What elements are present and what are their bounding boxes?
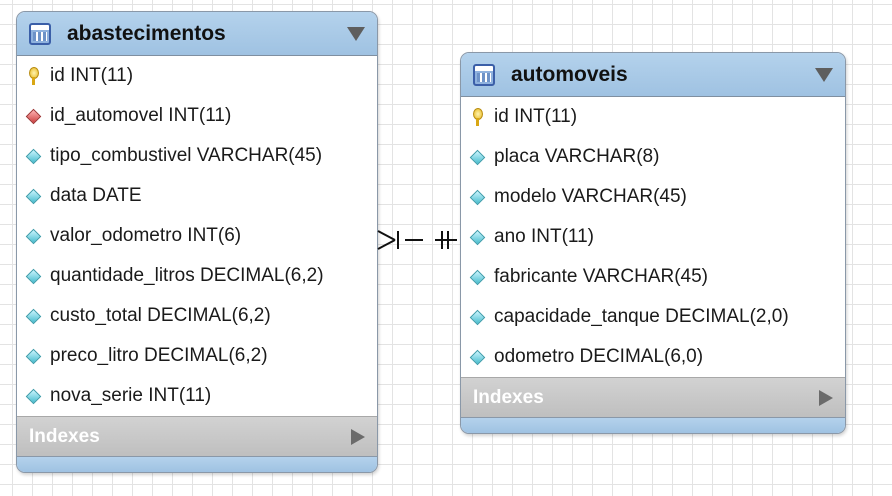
column-row[interactable]: nova_serie INT(11) bbox=[17, 376, 377, 416]
column-row[interactable]: id INT(11) bbox=[461, 97, 845, 137]
column-row[interactable]: modelo VARCHAR(45) bbox=[461, 177, 845, 217]
column-diamond-icon bbox=[471, 231, 483, 243]
column-diamond-icon bbox=[471, 351, 483, 363]
column-diamond-icon bbox=[471, 151, 483, 163]
relationship-connector[interactable] bbox=[375, 225, 461, 255]
column-label: id INT(11) bbox=[50, 65, 134, 86]
table-footer bbox=[17, 456, 377, 472]
column-diamond-icon bbox=[27, 270, 39, 282]
column-row[interactable]: placa VARCHAR(8) bbox=[461, 137, 845, 177]
table-header[interactable]: abastecimentos bbox=[17, 12, 377, 56]
column-row[interactable]: fabricante VARCHAR(45) bbox=[461, 257, 845, 297]
column-label: id_automovel INT(11) bbox=[50, 105, 232, 126]
indexes-section[interactable]: Indexes bbox=[461, 377, 845, 417]
column-label: preco_litro DECIMAL(6,2) bbox=[50, 345, 268, 366]
column-label: capacidade_tanque DECIMAL(2,0) bbox=[494, 306, 789, 327]
foreign-key-diamond-icon bbox=[27, 110, 39, 122]
column-diamond-icon bbox=[27, 150, 39, 162]
column-row[interactable]: tipo_combustivel VARCHAR(45) bbox=[17, 136, 377, 176]
column-diamond-icon bbox=[471, 271, 483, 283]
column-label: valor_odometro INT(6) bbox=[50, 225, 242, 246]
column-label: quantidade_litros DECIMAL(6,2) bbox=[50, 265, 324, 286]
column-label: custo_total DECIMAL(6,2) bbox=[50, 305, 271, 326]
column-row[interactable]: preco_litro DECIMAL(6,2) bbox=[17, 336, 377, 376]
column-label: modelo VARCHAR(45) bbox=[494, 186, 687, 207]
column-row[interactable]: custo_total DECIMAL(6,2) bbox=[17, 296, 377, 336]
column-row[interactable]: capacidade_tanque DECIMAL(2,0) bbox=[461, 297, 845, 337]
column-row[interactable]: id INT(11) bbox=[17, 56, 377, 96]
column-row[interactable]: quantidade_litros DECIMAL(6,2) bbox=[17, 256, 377, 296]
column-diamond-icon bbox=[27, 190, 39, 202]
column-row[interactable]: odometro DECIMAL(6,0) bbox=[461, 337, 845, 377]
crowfoot-upper-line bbox=[377, 230, 396, 241]
primary-key-icon bbox=[27, 67, 39, 85]
column-label: data DATE bbox=[50, 185, 142, 206]
column-diamond-icon bbox=[27, 390, 39, 402]
table-icon bbox=[29, 22, 51, 45]
column-label: fabricante VARCHAR(45) bbox=[494, 266, 709, 287]
primary-key-icon bbox=[471, 108, 483, 126]
collapse-caret-icon[interactable] bbox=[815, 67, 833, 82]
column-diamond-icon bbox=[27, 310, 39, 322]
column-diamond-icon bbox=[27, 350, 39, 362]
column-label: ano INT(11) bbox=[494, 226, 594, 247]
table-footer bbox=[461, 417, 845, 433]
column-label: nova_serie INT(11) bbox=[50, 385, 212, 406]
indexes-section[interactable]: Indexes bbox=[17, 416, 377, 456]
table-icon bbox=[473, 63, 495, 86]
indexes-label: Indexes bbox=[29, 425, 100, 447]
column-diamond-icon bbox=[471, 311, 483, 323]
column-label: placa VARCHAR(8) bbox=[494, 146, 660, 167]
collapse-caret-icon[interactable] bbox=[347, 26, 365, 41]
expand-arrow-icon[interactable] bbox=[819, 389, 833, 406]
table-title: automoveis bbox=[511, 62, 628, 86]
indexes-label: Indexes bbox=[473, 386, 544, 408]
column-label: tipo_combustivel VARCHAR(45) bbox=[50, 145, 323, 166]
column-row[interactable]: data DATE bbox=[17, 176, 377, 216]
table-abastecimentos[interactable]: abastecimentos id INT(11) id_automovel I… bbox=[16, 11, 378, 473]
table-header[interactable]: automoveis bbox=[461, 53, 845, 97]
table-title: abastecimentos bbox=[67, 21, 226, 45]
expand-arrow-icon[interactable] bbox=[351, 428, 365, 445]
column-label: id INT(11) bbox=[494, 106, 578, 127]
column-diamond-icon bbox=[27, 230, 39, 242]
column-label: odometro DECIMAL(6,0) bbox=[494, 346, 704, 367]
crowfoot-lower-line bbox=[377, 239, 396, 250]
column-row[interactable]: valor_odometro INT(6) bbox=[17, 216, 377, 256]
table-automoveis[interactable]: automoveis id INT(11) placa VARCHAR(8) m… bbox=[460, 52, 846, 434]
column-row[interactable]: id_automovel INT(11) bbox=[17, 96, 377, 136]
column-row[interactable]: ano INT(11) bbox=[461, 217, 845, 257]
column-diamond-icon bbox=[471, 191, 483, 203]
